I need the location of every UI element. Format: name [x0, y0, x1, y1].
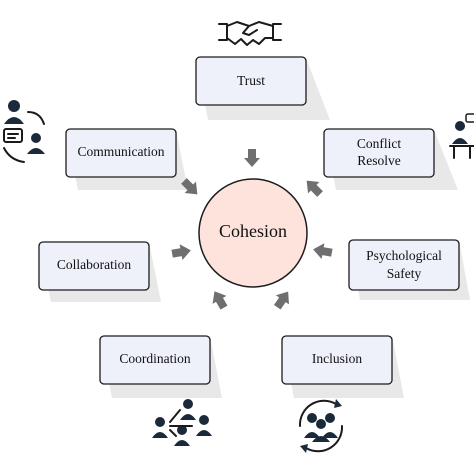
factor-trust: Trust [195, 56, 307, 106]
center-circle [198, 178, 308, 288]
arrow-communication [181, 178, 198, 195]
factor-box [38, 241, 150, 291]
center-node: Cohesion [198, 178, 308, 288]
arrow-trust [244, 149, 260, 167]
factor-box [195, 56, 307, 106]
factor-inclusion: Inclusion [281, 335, 393, 385]
arrow-psychological-safety [313, 243, 333, 260]
arrow-collaboration [171, 244, 191, 261]
factor-communication: Communication [65, 128, 177, 178]
factor-label-line-2: Resolve [357, 153, 401, 168]
communication-team-icon [3, 100, 45, 163]
desk-conflict-icon [449, 113, 474, 159]
handshake-icon [218, 21, 282, 46]
factor-label-line-2: Safety [387, 266, 422, 281]
factor-psychological-safety: Psychological Safety [348, 239, 460, 291]
factor-label-line-1: Psychological [366, 248, 442, 263]
factor-label: Trust [237, 73, 265, 88]
center-label: Cohesion [219, 221, 287, 241]
factor-box [99, 335, 211, 385]
factor-label: Inclusion [312, 351, 362, 366]
arrow-conflict-resolve [306, 180, 323, 197]
factor-label-line-1: Conflict [357, 136, 401, 151]
factor-box [281, 335, 393, 385]
factor-conflict-resolve: Conflict Resolve [323, 128, 435, 178]
factor-box [348, 239, 460, 291]
team-cycle-icon [298, 399, 344, 453]
arrow-inclusion [273, 291, 289, 310]
arrows [171, 149, 333, 310]
factor-label: Communication [78, 144, 165, 159]
factor-coordination: Coordination [99, 335, 211, 385]
factor-collaboration: Collaboration [38, 241, 150, 291]
network-people-icon [152, 399, 212, 446]
arrow-coordination [212, 291, 228, 310]
factor-label: Coordination [119, 351, 190, 366]
factor-box [323, 128, 435, 178]
factor-label: Collaboration [57, 257, 131, 272]
factor-box [65, 128, 177, 178]
